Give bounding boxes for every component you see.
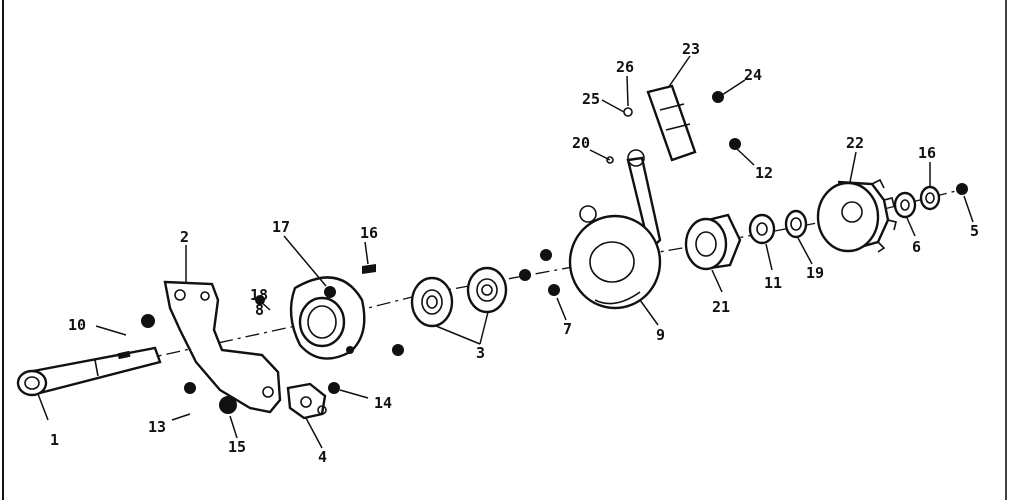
callout-20: 20 — [572, 134, 590, 152]
ball-part — [540, 249, 552, 261]
callout-16-right: 16 — [918, 144, 936, 162]
callout-21: 21 — [712, 298, 730, 316]
callout-15: 15 — [228, 438, 246, 456]
sleeve-part — [684, 213, 742, 271]
callout-4: 4 — [318, 448, 327, 466]
callout-10: 10 — [68, 316, 86, 334]
callout-22: 22 — [846, 134, 864, 152]
screw-part — [328, 382, 340, 394]
screw-part — [141, 314, 155, 328]
nut-part — [893, 191, 917, 219]
callout-13: 13 — [148, 418, 166, 436]
screw-part — [712, 91, 724, 103]
callout-17: 17 — [272, 218, 290, 236]
callout-14: 14 — [374, 394, 392, 412]
pin-part — [623, 107, 633, 117]
callout-1: 1 — [50, 431, 59, 449]
callout-9: 9 — [656, 326, 665, 344]
clip-part — [286, 382, 327, 420]
callout-2: 2 — [180, 228, 189, 246]
ring-part — [784, 209, 808, 239]
screw-part — [184, 382, 196, 394]
screw-part — [362, 264, 376, 274]
callout-16-left: 16 — [360, 224, 378, 242]
lock-washer-part — [919, 185, 941, 211]
callout-5: 5 — [970, 222, 979, 240]
screw-part — [956, 183, 968, 195]
bearing-left-part — [410, 276, 454, 328]
callout-19: 19 — [806, 264, 824, 282]
callout-6: 6 — [912, 238, 921, 256]
pin-part — [606, 156, 614, 164]
callout-26: 26 — [616, 58, 634, 76]
callout-3: 3 — [476, 344, 485, 362]
handle-block-part — [646, 84, 697, 162]
callout-7: 7 — [563, 320, 572, 338]
bearing-right-part — [466, 266, 508, 314]
bracket-part — [163, 280, 282, 414]
sprocket-part — [816, 178, 897, 253]
callout-23: 23 — [682, 40, 700, 58]
screw-part — [729, 138, 741, 150]
ball-part — [519, 269, 531, 281]
callout-24: 24 — [744, 66, 762, 84]
screw-part — [219, 396, 237, 414]
screw-part — [392, 344, 404, 356]
callout-11: 11 — [764, 274, 782, 292]
callout-18: 18 — [250, 286, 268, 304]
callout-12: 12 — [755, 164, 773, 182]
housing-plate-part — [289, 276, 366, 360]
washer-part — [748, 213, 776, 245]
callout-8: 8 — [255, 301, 264, 319]
ball-part — [548, 284, 560, 296]
leader-lines — [37, 55, 974, 449]
shaft-part — [16, 346, 162, 397]
callout-25: 25 — [582, 90, 600, 108]
cam-lever-part — [568, 149, 662, 310]
